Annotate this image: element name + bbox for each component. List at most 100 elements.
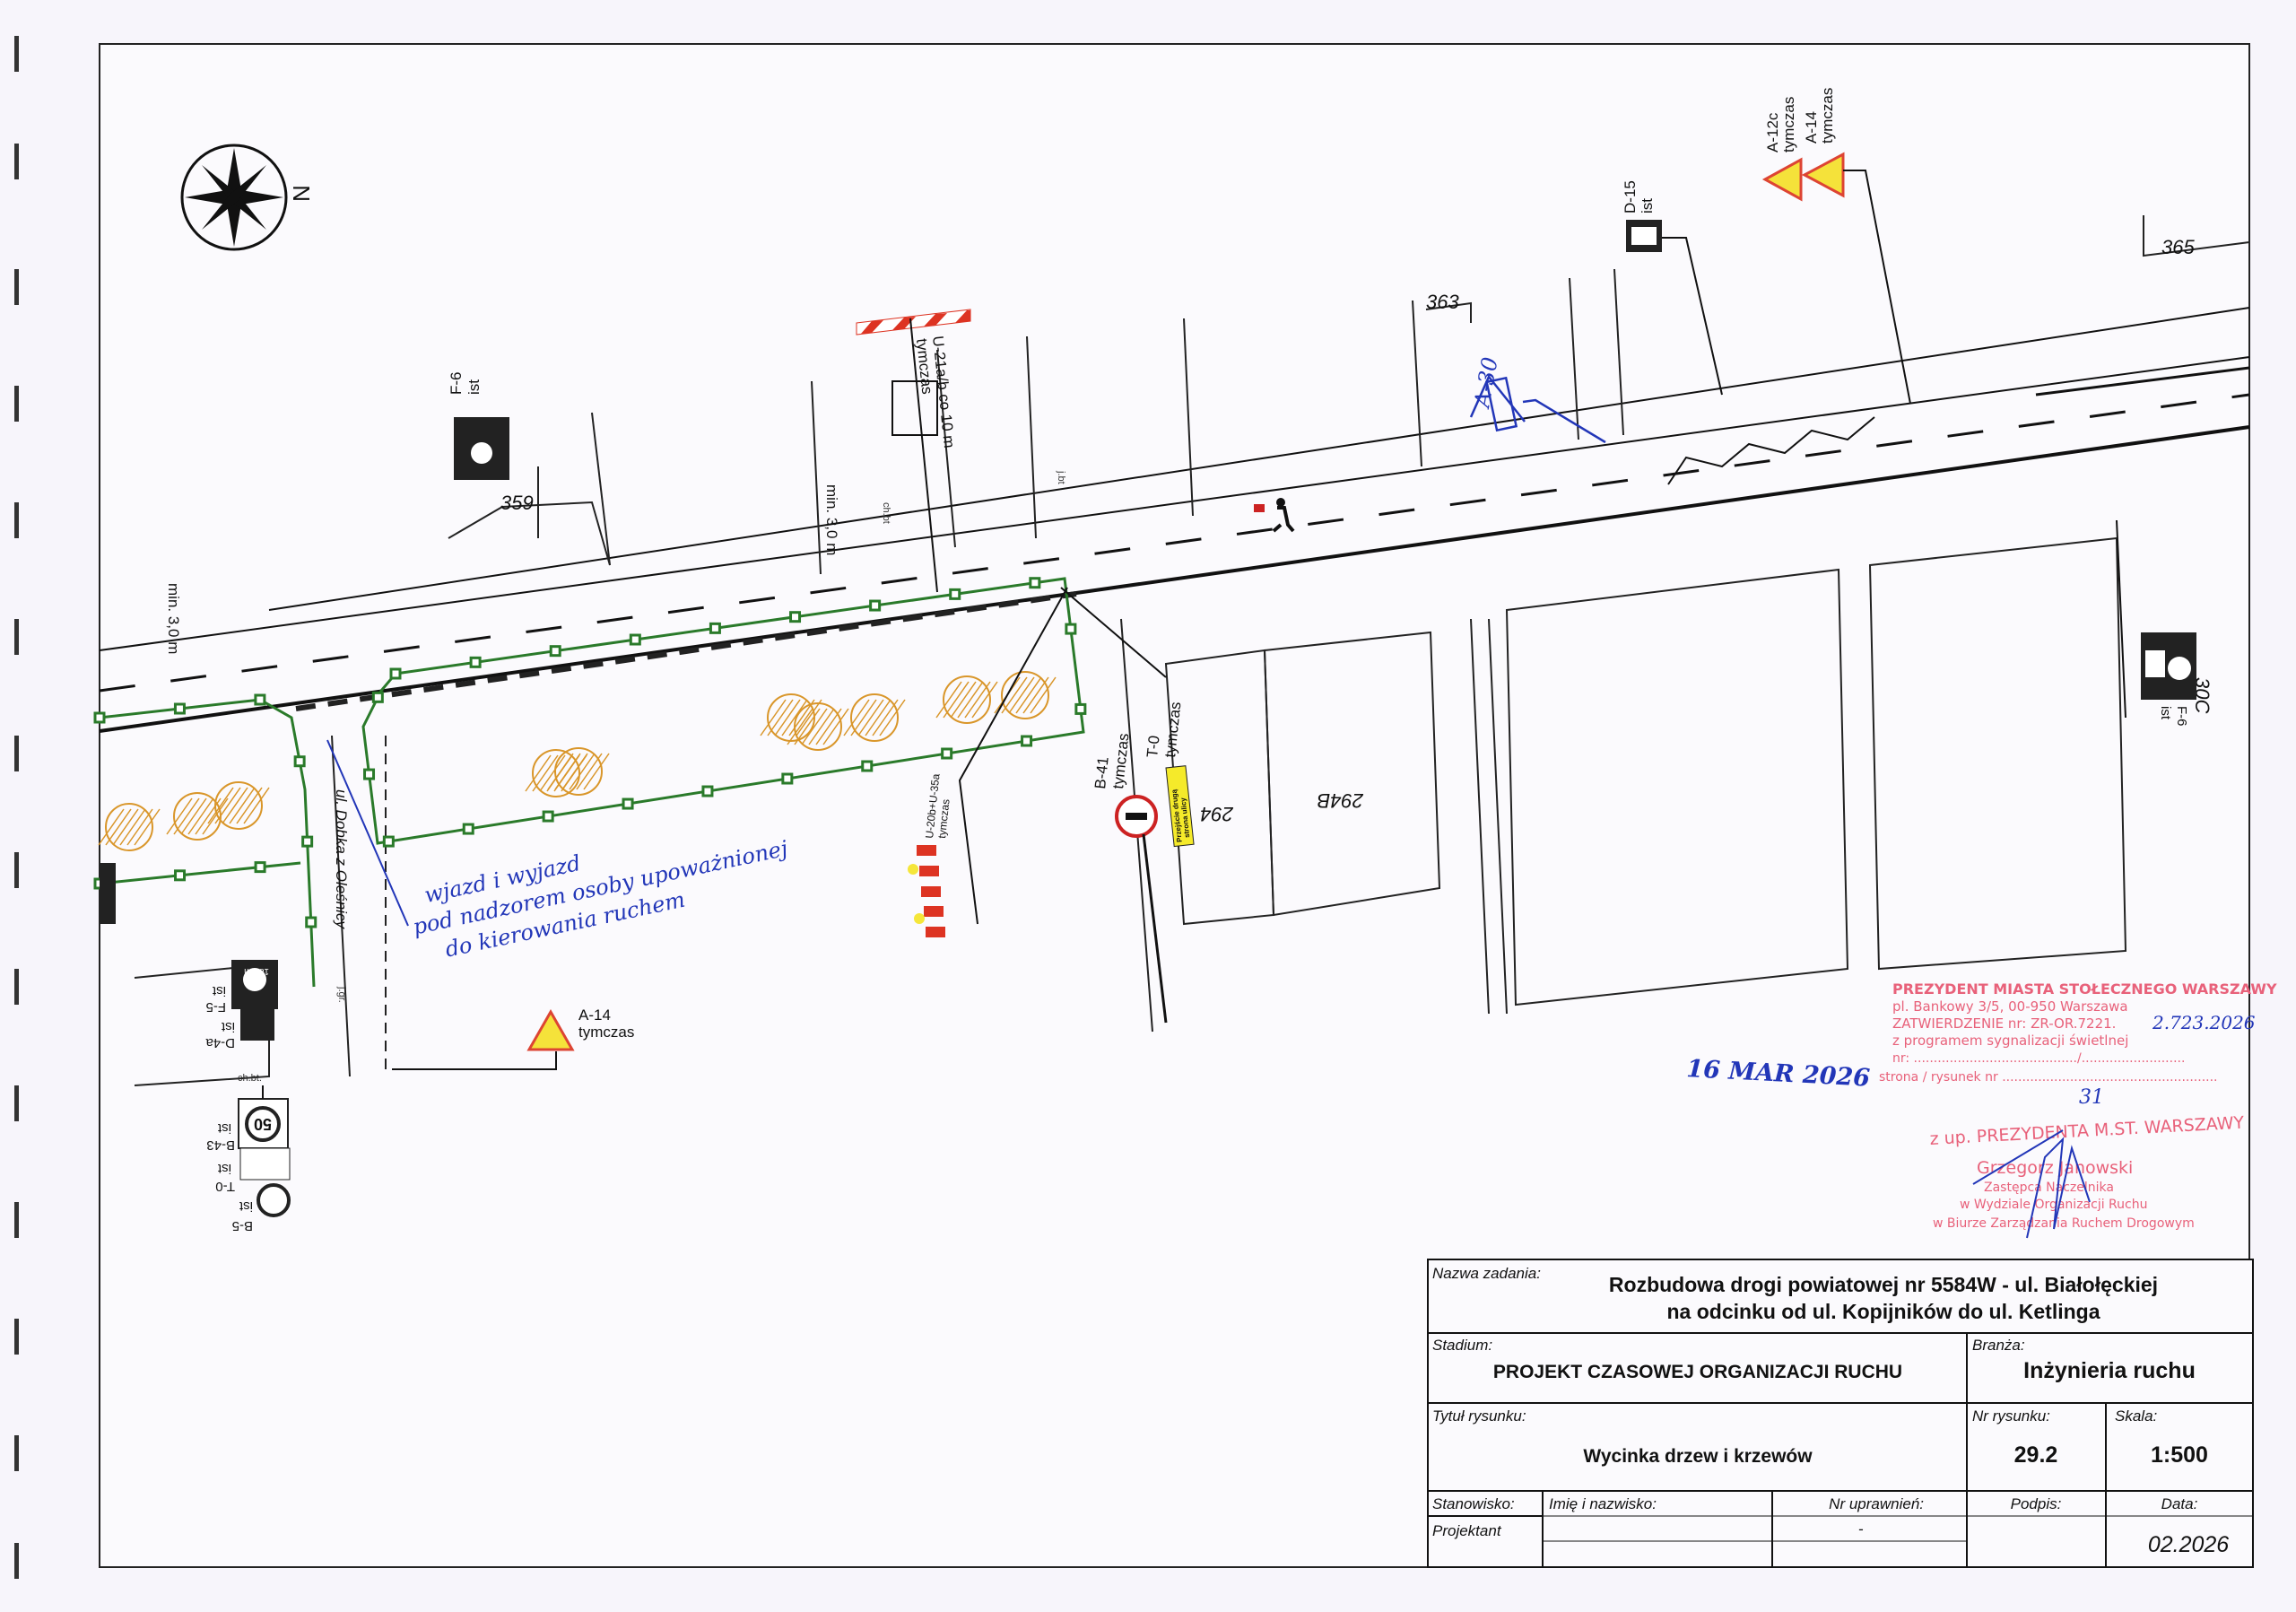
fence-post-icon <box>173 702 186 715</box>
sign-status: ist <box>221 1019 235 1034</box>
sign-t0-plate-icon <box>239 1147 291 1181</box>
fence-post-icon <box>709 622 721 634</box>
date-label: Data: <box>2161 1495 2198 1512</box>
handwritten-pointer <box>326 739 409 927</box>
approval-stamp: PREZYDENT MIASTA STOŁECZNEGO WARSZAWY pl… <box>1879 980 2277 1239</box>
stamp-line: nr: ....................................… <box>1892 1051 2185 1066</box>
sign-label: T-0 <box>215 1179 235 1194</box>
drawing-title-label: Tytuł rysunku: <box>1432 1407 1526 1425</box>
fence-post-icon <box>469 656 482 668</box>
sign-distance: 180 m <box>244 966 269 976</box>
barrier-u20b-icon <box>908 587 1068 937</box>
sign-label: D-4a <box>205 1035 235 1050</box>
sign-status: ist <box>465 379 483 395</box>
min-width-label-left: min. 3,0 m <box>165 583 182 654</box>
sign-a14-roadworks-icon <box>1801 152 1845 198</box>
fence-post-icon <box>542 810 554 823</box>
sign-label: F-6 <box>2174 706 2189 727</box>
compass-north-label: N <box>288 185 315 202</box>
fence-post-icon <box>869 599 882 612</box>
road-lower-edge <box>99 425 2250 733</box>
road-lower-edge-dashed <box>295 591 1077 711</box>
sidewalk-back-edge <box>268 307 2250 611</box>
fence-post-icon <box>622 797 634 810</box>
stage-value: PROJEKT CZASOWEJ ORGANIZACJI RUCHU <box>1493 1362 1902 1382</box>
property-lines <box>134 215 2250 1086</box>
tree-to-remove-icon <box>843 693 906 742</box>
fence-post-icon <box>701 785 714 797</box>
tree-to-remove-icon <box>935 675 998 724</box>
compass-rose-icon <box>180 144 288 251</box>
stamp-line: strona / rysunek nr ....................… <box>1879 1070 2218 1085</box>
fence-post-icon <box>549 645 561 658</box>
barrier-u21-icon <box>856 309 971 593</box>
branch-value: Inżynieria ruchu <box>2023 1358 2196 1383</box>
task-title-line1: Rozbudowa drogi powiatowej nr 5584W - ul… <box>1609 1273 2158 1296</box>
trees-to-remove <box>98 671 1057 851</box>
sign-label: F-5 <box>206 999 227 1015</box>
sign-status: ist <box>2158 706 2173 720</box>
stamp-line: ZATWIERDZENIE nr: ZR-OR.7221. <box>1892 1015 2116 1032</box>
parcel-294b: 294B <box>1318 789 1364 812</box>
sign-label: A-14 <box>1803 111 1820 144</box>
parcel-294: 294 <box>1200 803 1234 825</box>
fence-post-icon <box>371 691 384 703</box>
fence-post-icon <box>789 611 802 623</box>
parcel-363: 363 <box>1426 291 1459 313</box>
zigzag-marking <box>1667 416 1875 485</box>
sign-speed-value: 50 <box>254 1115 272 1133</box>
fence-post-icon <box>941 747 953 760</box>
building-right-a <box>1505 568 1849 1006</box>
surface-label: ch.bt <box>881 502 891 524</box>
sign-label: B-41 <box>1091 756 1112 790</box>
min-width-label-top: min. 3,0 m <box>823 484 840 555</box>
road-upper-curb <box>99 356 2250 651</box>
surface-label: j.gr. <box>336 986 347 1003</box>
sign-d4a-icon <box>240 1009 274 1041</box>
drawing-number-label: Nr rysunku: <box>1972 1407 2050 1425</box>
task-title-line2: na odcinku od ul. Kopijników do ul. Ketl… <box>1667 1300 2100 1323</box>
building-294b <box>1263 631 1441 917</box>
flagger-icon <box>1254 498 1295 533</box>
handwritten-sign-sketch <box>1469 374 1606 444</box>
license-value: - <box>1858 1521 1864 1538</box>
sign-label: A-12c <box>1764 112 1781 152</box>
tree-to-remove-icon <box>207 781 270 830</box>
sign-status: ist <box>1639 198 1656 213</box>
road-centerline <box>99 393 2250 693</box>
road <box>99 307 2250 733</box>
stamp-line: pl. Bankowy 3/5, 00-950 Warszawa <box>1892 998 2128 1015</box>
stamp-line: PREZYDENT MIASTA STOŁECZNEGO WARSZAWY <box>1892 980 2277 998</box>
stamp-role: Zastępca Naczelnika <box>1984 1181 2114 1195</box>
fence-post-icon <box>1065 623 1077 635</box>
scale-value: 1:500 <box>2151 1442 2208 1468</box>
fence-post-icon <box>382 835 395 848</box>
sign-label: B-5 <box>232 1218 253 1233</box>
binding-marks <box>14 36 19 1579</box>
stamp-role: w Wydziale Organizacji Ruchu <box>1960 1198 2147 1212</box>
stamp-line: z programem sygnalizacji świetlnej <box>1892 1033 2128 1049</box>
signature-scribble <box>1972 1129 2091 1239</box>
sign-label: B-43 <box>206 1137 235 1153</box>
position-label: Stanowisko: <box>1432 1495 1515 1512</box>
branch-label: Branża: <box>1972 1337 2025 1354</box>
sign-status: tymczas <box>935 798 952 839</box>
drawing-number-value: 29.2 <box>2014 1442 2058 1468</box>
fence-post-icon <box>254 861 266 874</box>
stamp-role: w Biurze Zarządzania Ruchem Drogowym <box>1933 1216 2195 1231</box>
sign-label: T-0 <box>1144 735 1162 758</box>
sign-t0-plate: Przejście drugą strona ulicy <box>1165 765 1195 848</box>
fence-post-icon <box>1074 702 1087 715</box>
sign-a12c-road-narrows-icon <box>1761 157 1803 202</box>
tree-to-remove-icon <box>994 671 1057 719</box>
title-block: Nazwa zadania: Rozbudowa drogi powiatowe… <box>1427 1259 2254 1568</box>
fence-post-icon <box>462 823 474 835</box>
license-label: Nr uprawnień: <box>1829 1495 1924 1512</box>
stamp-handwritten-number: 2.723.2026 <box>2152 1012 2256 1033</box>
stage-label: Stadium: <box>1432 1337 1492 1354</box>
task-label: Nazwa zadania: <box>1432 1265 1541 1282</box>
tree-to-remove-icon <box>787 702 849 751</box>
fence-post-icon <box>174 869 187 882</box>
sign-a14-roadworks-icon <box>526 1008 575 1051</box>
